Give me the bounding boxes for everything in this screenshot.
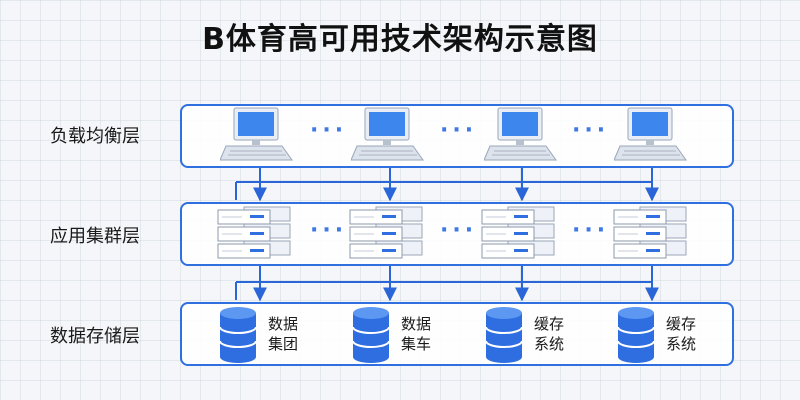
db-label-4-line1: 缓存 xyxy=(666,315,697,333)
db-label-2-line1: 数据 xyxy=(401,315,432,333)
server-rack-icon xyxy=(481,206,555,259)
ellipsis-lb-2: ··· xyxy=(440,118,478,143)
ellipsis-lb-3: ··· xyxy=(572,118,610,143)
computer-icon xyxy=(614,107,687,161)
layer-label-data-storage: 数据存储层 xyxy=(50,326,140,347)
ellipsis-app-2: ··· xyxy=(440,218,478,243)
db-label-2: 数据 集车 xyxy=(401,314,431,354)
database-icon xyxy=(219,307,257,363)
db-label-3-line2: 系统 xyxy=(534,335,565,353)
db-label-4: 缓存 系统 xyxy=(666,314,696,354)
db-label-3: 缓存 系统 xyxy=(534,314,564,354)
ellipsis-lb-1: ··· xyxy=(310,118,348,143)
diagram-title: B体育高可用技术架构示意图 xyxy=(202,22,598,57)
ellipsis-app-3: ··· xyxy=(572,218,610,243)
db-label-3-line1: 缓存 xyxy=(534,315,565,333)
db-label-2-line2: 集车 xyxy=(401,335,432,353)
database-icon xyxy=(352,307,390,363)
ellipsis-app-1: ··· xyxy=(310,218,348,243)
db-label-4-line2: 系统 xyxy=(666,335,697,353)
layer-label-load-balancer: 负载均衡层 xyxy=(50,126,140,147)
database-icon xyxy=(617,307,655,363)
computer-icon xyxy=(351,107,424,161)
layer-label-app-cluster: 应用集群层 xyxy=(50,226,140,247)
database-icon xyxy=(485,307,523,363)
computer-icon xyxy=(484,107,557,161)
computer-icon xyxy=(220,107,293,161)
server-rack-icon xyxy=(349,206,423,259)
db-label-1-line2: 集团 xyxy=(268,335,299,353)
server-rack-icon xyxy=(217,206,291,259)
db-label-1: 数据 集团 xyxy=(268,314,298,354)
db-label-1-line1: 数据 xyxy=(268,315,299,333)
server-rack-icon xyxy=(613,206,687,259)
